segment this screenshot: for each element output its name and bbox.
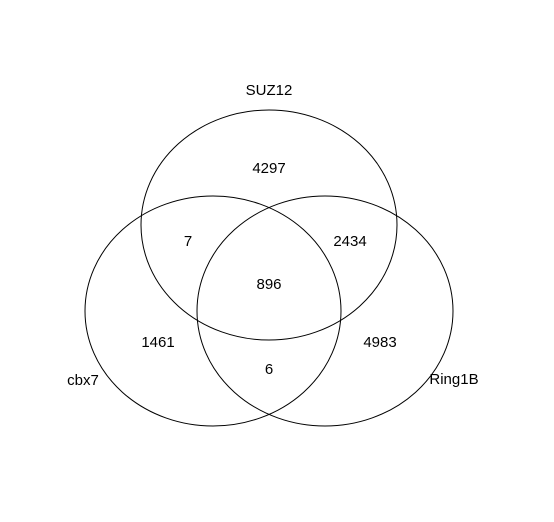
cbx7-set-label: cbx7 [67, 372, 99, 389]
suz12-ring1b-count: 2434 [333, 233, 366, 250]
ring1b-set-label: Ring1B [429, 371, 478, 388]
cbx7-only-count: 1461 [141, 334, 174, 351]
all-three-count: 896 [256, 276, 281, 293]
suz12-circle [140, 109, 398, 341]
ring1b-only-count: 4983 [363, 334, 396, 351]
suz12-cbx7-count: 7 [184, 233, 192, 250]
suz12-set-label: SUZ12 [246, 82, 293, 99]
cbx7-circle [84, 195, 342, 427]
ring1b-circle [196, 195, 454, 427]
cbx7-ring1b-count: 6 [265, 361, 273, 378]
suz12-only-count: 4297 [252, 160, 285, 177]
